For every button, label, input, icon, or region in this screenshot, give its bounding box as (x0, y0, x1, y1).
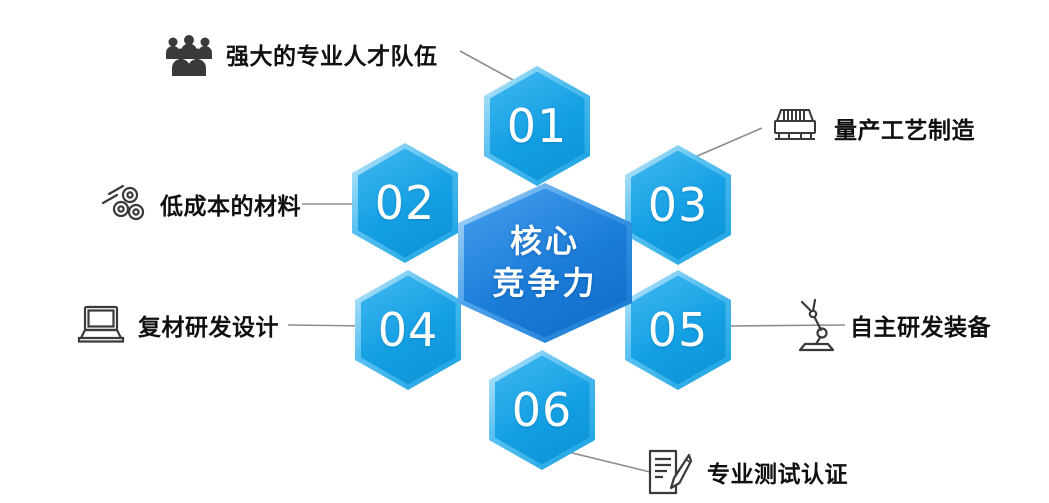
label-item-02: 低成本的材料 (100, 180, 301, 228)
hex-number-02: 02 (374, 176, 436, 230)
hex-node-04: 04 (355, 270, 461, 390)
label-item-03: 量产工艺制造 (764, 103, 975, 153)
connector-line-03 (687, 127, 763, 161)
label-item-06: 专业测试认证 (645, 448, 848, 496)
label-text-02: 低成本的材料 (160, 193, 301, 219)
hex-number-06: 06 (511, 383, 573, 437)
robot-arm-icon (790, 297, 838, 353)
hex-node-05: 05 (625, 270, 731, 390)
test-document-icon (645, 448, 695, 496)
production-machine-icon (764, 104, 822, 152)
hex-node-02: 02 (352, 143, 458, 263)
hex-node-01: 01 (484, 66, 590, 186)
label-item-05: 自主研发装备 (790, 296, 991, 354)
center-title: 核心 竞争力 (492, 221, 597, 304)
label-item-04: 复材研发设计 (76, 301, 279, 349)
hex-node-03: 03 (625, 145, 731, 265)
connector-line-06 (559, 449, 651, 473)
laptop-icon (76, 304, 126, 346)
label-text-01: 强大的专业人才队伍 (226, 43, 438, 69)
label-text-05: 自主研发装备 (850, 314, 991, 340)
label-item-01: 强大的专业人才队伍 (164, 30, 438, 78)
hex-center-node: 核心 竞争力 (458, 183, 632, 343)
hex-number-03: 03 (647, 178, 709, 232)
hex-number-01: 01 (506, 99, 568, 153)
label-text-03: 量产工艺制造 (834, 117, 975, 143)
hex-number-05: 05 (647, 303, 709, 357)
hex-number-04: 04 (377, 303, 439, 357)
label-text-04: 复材研发设计 (138, 314, 279, 340)
material-rolls-icon (100, 181, 148, 227)
center-title-line2: 竞争力 (492, 265, 598, 301)
team-icon (164, 32, 214, 76)
connector-line-05 (727, 324, 846, 327)
hex-node-06: 06 (489, 350, 595, 470)
center-title-line1: 核心 (509, 223, 580, 260)
label-text-06: 专业测试认证 (707, 461, 848, 487)
